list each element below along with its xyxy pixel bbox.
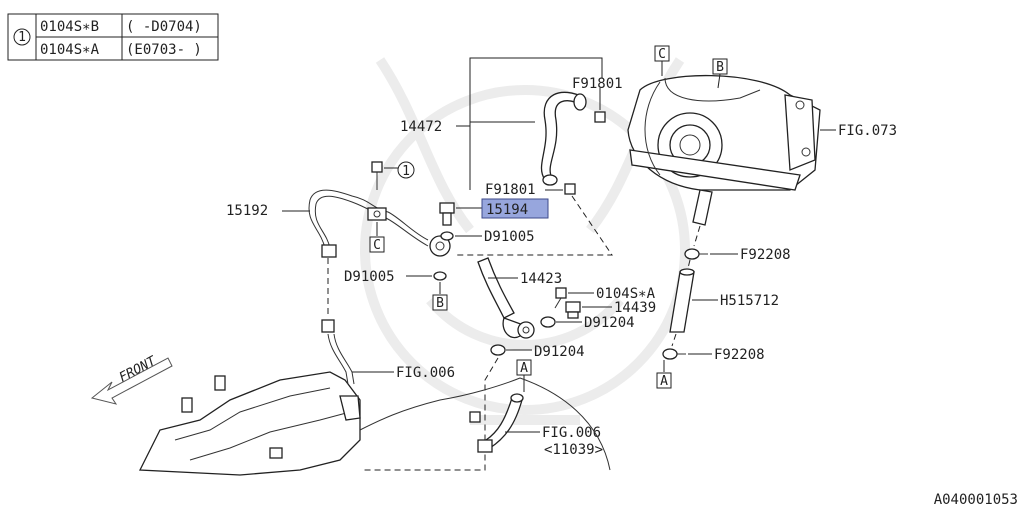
label-fig-006-b: FIG.006 [542, 425, 601, 441]
ref-box-a-2: A [660, 374, 668, 389]
front-arrow-icon [90, 357, 173, 405]
circle-ref-1: 1 [402, 164, 410, 179]
bracket-14472 [456, 57, 603, 190]
oil-pipe-15192 [308, 189, 451, 258]
label-14439: 14439 [614, 300, 656, 316]
clamp-f92208-top [684, 248, 708, 260]
engine-block [138, 371, 611, 476]
label-f91801-mid: F91801 [485, 182, 536, 198]
hose-14472 [540, 91, 587, 186]
hose-14423 [477, 257, 535, 339]
ref-box-c-1: C [373, 238, 381, 253]
label-d91204-a: D91204 [584, 315, 635, 331]
ref-box-a-1: A [520, 361, 528, 376]
label-14472: 14472 [400, 119, 442, 135]
bolt-legend-1 [371, 161, 398, 190]
circled-number-icon [13, 28, 31, 46]
legend-table: 1 0104S∗B ( -D0704) 0104S∗A (E0703- ) [7, 13, 219, 61]
return-hose [469, 393, 524, 453]
label-fig-006-b-sub: <11039> [544, 442, 603, 458]
label-f91801-top: F91801 [572, 76, 623, 92]
label-h515712: H515712 [720, 293, 779, 309]
diagram-id: A040001053 [934, 492, 1018, 508]
legend-row-1-part: 0104S∗B [40, 19, 99, 35]
label-fig-006-a: FIG.006 [396, 365, 455, 381]
legend-row-2-part: 0104S∗A [40, 42, 100, 58]
label-15192: 15192 [226, 203, 268, 219]
turbocharger [627, 74, 821, 226]
label-d91005-b: D91005 [344, 269, 395, 285]
label-d91005-a: D91005 [484, 229, 535, 245]
label-14423: 14423 [520, 271, 562, 287]
oil-pipe-lower [321, 319, 355, 385]
ref-box-c-2: C [658, 47, 666, 62]
clamp-f92208-bottom [662, 348, 686, 360]
front-label: FRONT [117, 353, 160, 385]
hose-h515712 [669, 268, 695, 333]
highlight-15194 [481, 198, 549, 219]
legend-marker: 1 [18, 30, 26, 45]
label-0104s-a: 0104S∗A [596, 286, 656, 302]
circled-number-icon [397, 161, 415, 179]
legend-row-2-range: (E0703- ) [126, 42, 202, 58]
bolt-15194 [439, 202, 455, 226]
label-d91204-b: D91204 [534, 344, 585, 360]
legend-row-1-range: ( -D0704) [126, 19, 202, 35]
ref-box-b-1: B [436, 296, 444, 311]
label-15194: 15194 [486, 202, 528, 218]
label-f92208-bottom: F92208 [714, 347, 765, 363]
label-fig-073: FIG.073 [838, 123, 897, 139]
ref-box-b-2: B [716, 60, 724, 75]
label-f92208-top: F92208 [740, 247, 791, 263]
